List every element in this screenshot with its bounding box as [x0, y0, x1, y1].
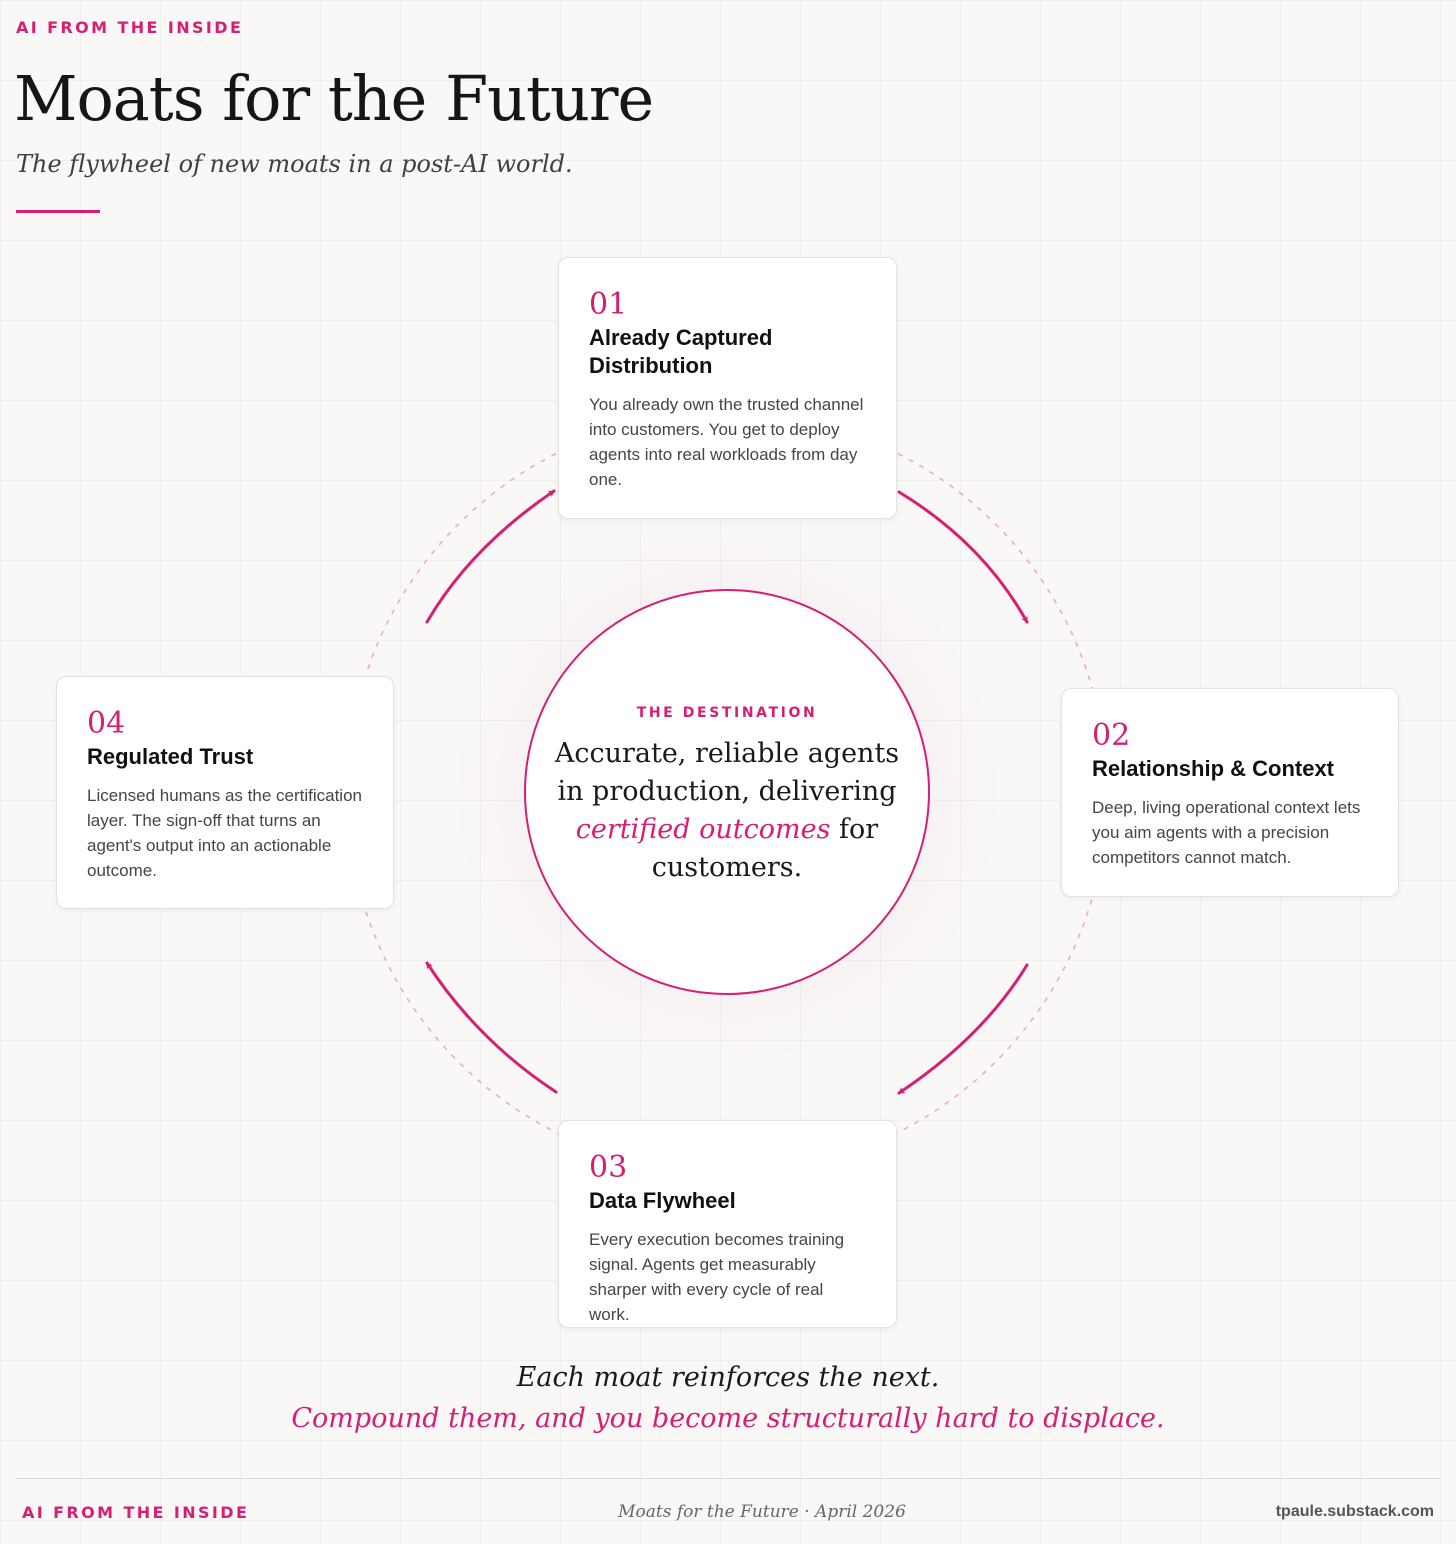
moat-card-03: 03 Data Flywheel Every execution becomes…: [558, 1120, 897, 1328]
destination-statement-start: Accurate, reliable agents in production,…: [554, 738, 900, 807]
moat-card-02: 02 Relationship & Context Deep, living o…: [1061, 688, 1399, 897]
arrow-04-to-01: [425, 489, 556, 624]
moat-number: 02: [1092, 718, 1131, 753]
destination-label: THE DESTINATION: [636, 705, 818, 721]
page-title: Moats for the Future: [14, 62, 654, 135]
destination-statement-end: for customers.: [651, 814, 879, 883]
moat-description: You already own the trusted channel into…: [589, 395, 864, 489]
page-subtitle: The flywheel of new moats in a post-AI w…: [16, 150, 573, 178]
moat-card-01: 01 Already Captured Distribution You alr…: [558, 257, 897, 519]
moat-card-04: 04 Regulated Trust Licensed humans as th…: [56, 676, 394, 909]
moat-number: 04: [87, 706, 126, 741]
footer-site-link[interactable]: tpaule.substack.com: [1275, 1503, 1434, 1520]
destination-statement: Accurate, reliable agents in production,…: [548, 735, 906, 887]
closing-line-1: Each moat reinforces the next.: [516, 1362, 940, 1393]
moat-number: 03: [589, 1150, 628, 1185]
moat-description: Licensed humans as the certification lay…: [87, 786, 362, 880]
footer-brand: AI FROM THE INSIDE: [22, 1503, 250, 1522]
footer-caption: Moats for the Future · April 2026: [618, 1502, 906, 1522]
destination-emphasis: certified outcomes: [575, 814, 831, 845]
moat-title: Already Captured Distribution: [589, 325, 773, 378]
arrow-01-to-02: [897, 490, 1029, 624]
moat-description: Deep, living operational context lets yo…: [1092, 798, 1361, 867]
moat-number: 01: [589, 287, 628, 322]
header-kicker: AI FROM THE INSIDE: [16, 18, 244, 37]
moat-title: Relationship & Context: [1092, 756, 1335, 781]
moat-description: Every execution becomes training signal.…: [589, 1230, 845, 1324]
arrow-02-to-03: [897, 963, 1029, 1095]
moat-title: Regulated Trust: [87, 744, 254, 769]
arrow-03-to-04: [425, 961, 558, 1094]
closing-line-2: Compound them, and you become structural…: [291, 1403, 1165, 1434]
destination-circle: THE DESTINATION Accurate, reliable agent…: [524, 589, 930, 995]
footer-divider: [16, 1478, 1440, 1479]
title-accent-rule: [16, 210, 100, 213]
moat-title: Data Flywheel: [589, 1188, 736, 1213]
